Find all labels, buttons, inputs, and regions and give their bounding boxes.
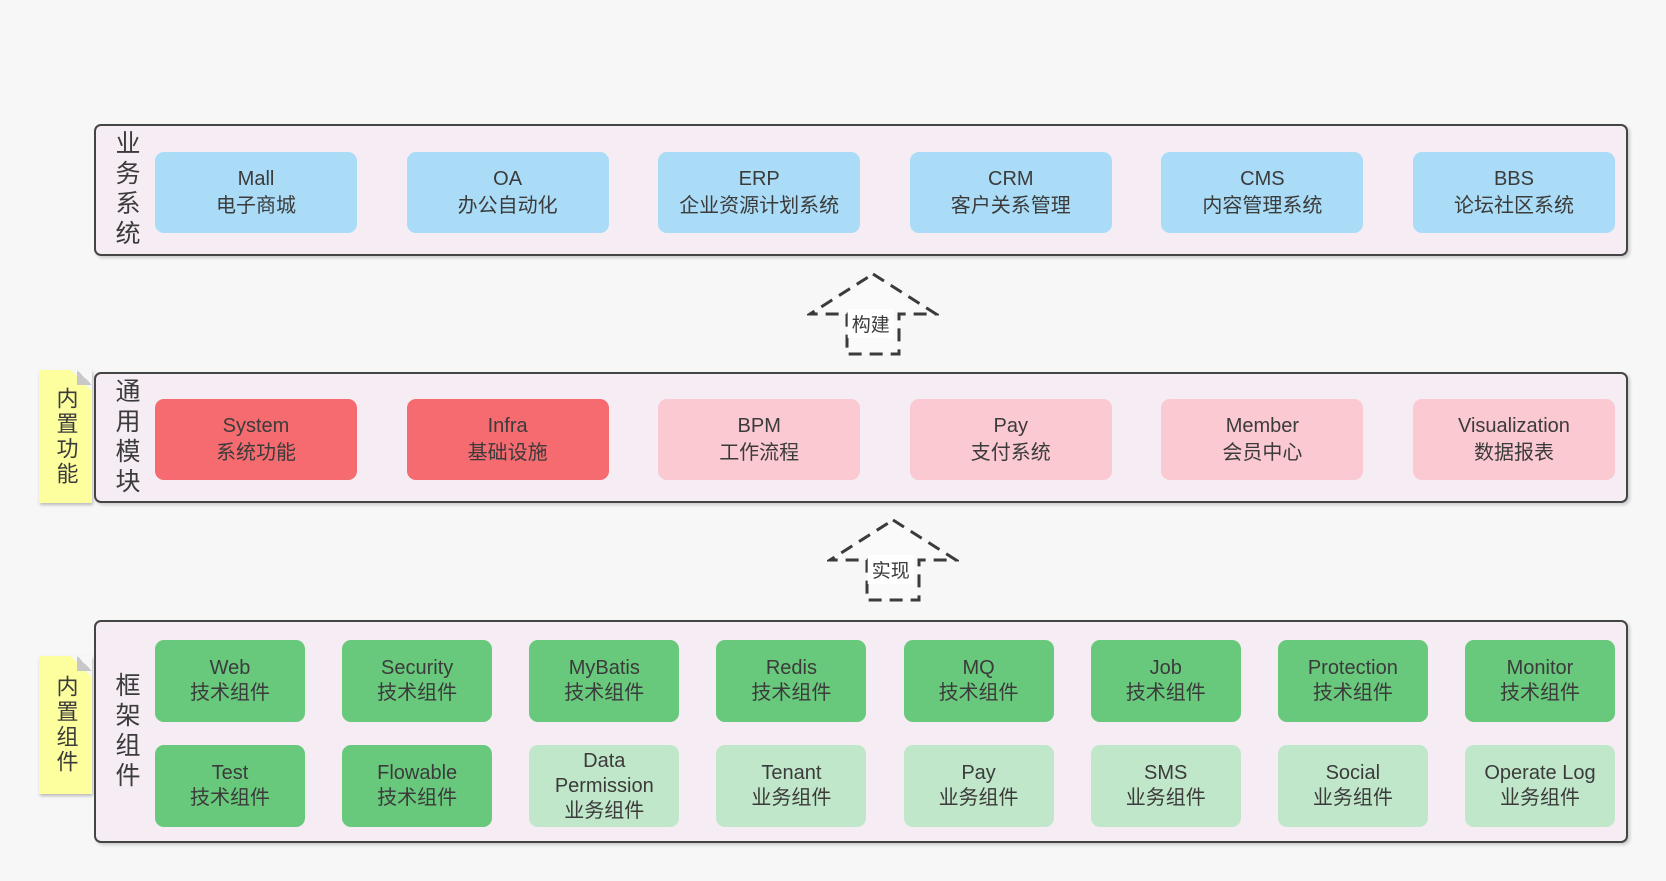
build-arrow: 构建 <box>804 271 942 357</box>
box-system: System 系统功能 <box>155 399 357 480</box>
box-monitor: Monitor 技术组件 <box>1464 640 1615 722</box>
box-redis: Redis 技术组件 <box>716 640 867 722</box>
box-security: Security 技术组件 <box>342 640 493 722</box>
modules-box-row: System 系统功能 Infra 基础设施 BPM 工作流程 Pay 支付系统… <box>155 399 1615 480</box>
business-systems-panel: 业务系统 Mall 电子商城 OA 办公自动化 ERP 企业资源计划系统 CRM… <box>94 124 1628 256</box>
common-modules-panel: 通用模块 System 系统功能 Infra 基础设施 BPM 工作流程 Pay… <box>94 372 1628 503</box>
box-visualization: Visualization 数据报表 <box>1412 399 1615 480</box>
sticky-note-builtin-features: 内置功能 <box>39 370 92 503</box>
implement-arrow: 实现 <box>824 517 962 603</box>
panel-label-components: 框架组件 <box>112 671 140 792</box>
box-test: Test 技术组件 <box>155 745 305 827</box>
box-cms: CMS 内容管理系统 <box>1161 152 1364 233</box>
box-pay-component: Pay 业务组件 <box>903 745 1054 827</box>
implement-arrow-label: 实现 <box>867 555 914 584</box>
box-web: Web 技术组件 <box>155 640 305 722</box>
sticky-note-builtin-components-label: 内置组件 <box>53 675 79 775</box>
box-bpm: BPM 工作流程 <box>658 399 861 480</box>
box-mall: Mall 电子商城 <box>155 152 357 233</box>
box-crm: CRM 客户关系管理 <box>909 152 1112 233</box>
box-erp: ERP 企业资源计划系统 <box>658 152 861 233</box>
box-operate-log: Operate Log 业务组件 <box>1464 745 1615 827</box>
box-sms: SMS 业务组件 <box>1090 745 1241 827</box>
panel-label-business: 业务系统 <box>112 130 140 250</box>
components-box-row-2: Test 技术组件 Flowable 技术组件 Data Permission … <box>155 745 1615 827</box>
box-pay-module: Pay 支付系统 <box>909 399 1112 480</box>
box-protection: Protection 技术组件 <box>1277 640 1428 722</box>
sticky-note-builtin-features-label: 内置功能 <box>53 386 79 487</box>
box-flowable: Flowable 技术组件 <box>342 745 493 827</box>
panel-label-modules: 通用模块 <box>112 377 140 498</box>
box-member: Member 会员中心 <box>1161 399 1364 480</box>
box-oa: OA 办公自动化 <box>406 152 609 233</box>
box-data-permission: Data Permission 业务组件 <box>529 745 680 827</box>
box-mybatis: MyBatis 技术组件 <box>529 640 680 722</box>
framework-components-panel: 框架组件 Web 技术组件 Security 技术组件 MyBatis 技术组件… <box>94 620 1628 843</box>
box-social: Social 业务组件 <box>1277 745 1428 827</box>
box-tenant: Tenant 业务组件 <box>716 745 867 827</box>
box-job: Job 技术组件 <box>1090 640 1241 722</box>
box-mq: MQ 技术组件 <box>903 640 1054 722</box>
box-bbs: BBS 论坛社区系统 <box>1412 152 1615 233</box>
sticky-note-builtin-components: 内置组件 <box>39 656 92 794</box>
build-arrow-label: 构建 <box>847 309 894 338</box>
box-infra: Infra 基础设施 <box>406 399 609 480</box>
components-box-row-1: Web 技术组件 Security 技术组件 MyBatis 技术组件 Redi… <box>155 640 1615 722</box>
business-box-row: Mall 电子商城 OA 办公自动化 ERP 企业资源计划系统 CRM 客户关系… <box>155 152 1615 233</box>
